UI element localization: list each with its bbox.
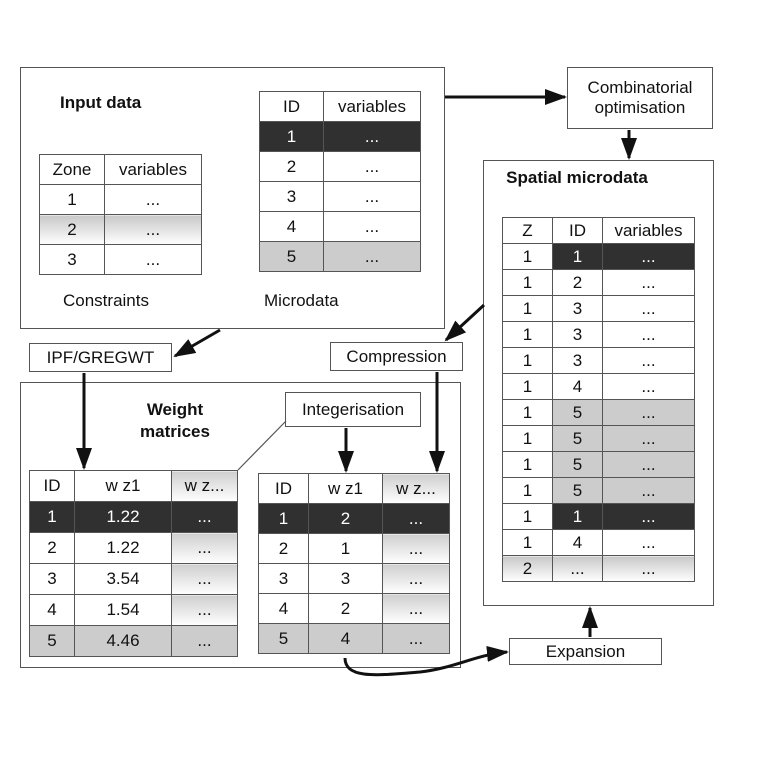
microdata-caption: Microdata: [264, 291, 339, 310]
table-header: variables: [602, 217, 695, 244]
table-header: variables: [323, 91, 421, 122]
table-header: ID: [552, 217, 603, 244]
table-header: ID: [258, 473, 309, 504]
table-header: Z: [502, 217, 553, 244]
spatial-microdata-title: Spatial microdata: [506, 168, 648, 187]
table-row: 2...: [259, 151, 421, 182]
constraints-caption: Constraints: [63, 291, 149, 310]
integerisation-box: Integerisation: [285, 392, 421, 427]
combinatorial-optimisation-box: Combinatorial optimisation: [567, 67, 713, 129]
table-header: w z1: [308, 473, 383, 504]
ipf-gregwt-box: IPF/GREGWT: [29, 343, 172, 372]
table-header: w z...: [171, 470, 238, 502]
compression-box: Compression: [330, 342, 463, 371]
table-row: 1...: [259, 121, 421, 152]
table-row: 2...: [39, 214, 202, 245]
table-header: Zone: [39, 154, 105, 185]
input-data-title: Input data: [60, 93, 142, 112]
table-row: 4...: [259, 211, 421, 242]
expansion-box: Expansion: [509, 638, 662, 665]
table-header: ID: [29, 470, 75, 502]
table-header: variables: [104, 154, 202, 185]
arrow-spatial-to-compression: [444, 303, 486, 342]
table-row: 5...: [259, 241, 421, 272]
table-row: 1...: [39, 184, 202, 215]
arrow-input-to-ipf: [173, 328, 221, 358]
table-row: 3...: [39, 244, 202, 275]
weight-matrices-title: Weight matrices: [140, 400, 210, 441]
table-row: 3...: [259, 181, 421, 212]
table-header: w z...: [382, 473, 450, 504]
table-header: w z1: [74, 470, 172, 502]
table-row: 2......: [502, 555, 695, 582]
table-header: ID: [259, 91, 324, 122]
